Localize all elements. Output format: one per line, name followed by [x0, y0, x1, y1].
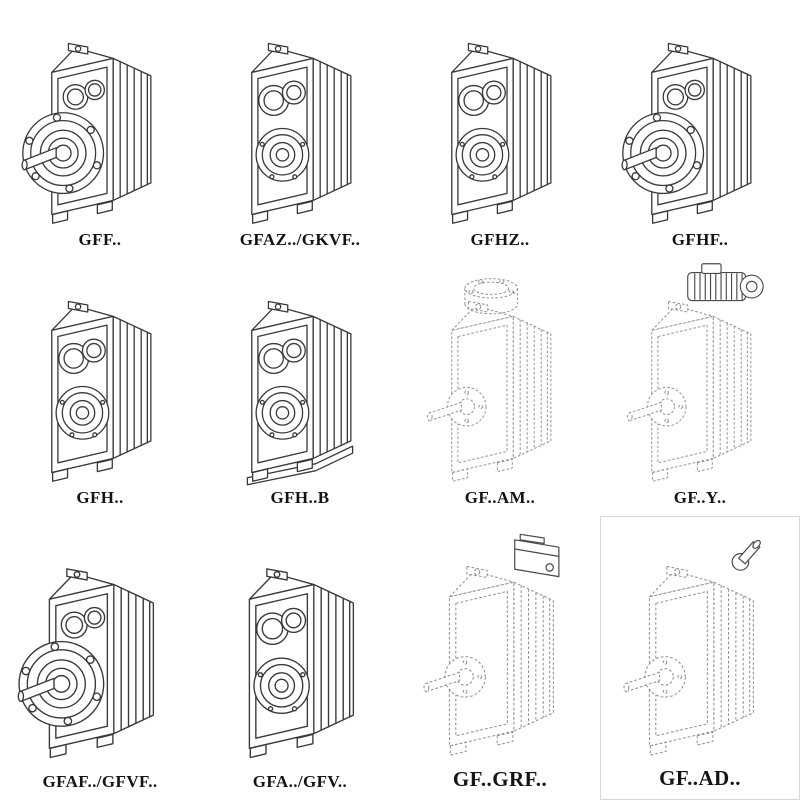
product-cell: GFH..B: [200, 258, 400, 516]
gearbox-drawing: [608, 262, 792, 486]
gearbox-drawing: [408, 4, 592, 228]
gearbox-drawing: [208, 4, 392, 228]
gearbox-flange-output-icon: [18, 569, 153, 758]
product-cell: GF..AM..: [400, 258, 600, 516]
gearbox-drawing: [8, 520, 192, 770]
product-label: GFAZ../GKVF..: [239, 229, 361, 249]
gearbox-with-motor-icon: [628, 264, 764, 481]
product-label: GFH..B: [270, 487, 330, 507]
product-label: GF..AD..: [659, 765, 741, 790]
product-cell: GF..GRF..: [400, 516, 600, 800]
gearbox-drawing: [8, 262, 192, 486]
gearbox-drawing: [8, 4, 192, 228]
gearbox-hollow-shaft-icon: [452, 43, 551, 223]
product-cell: GFA../GFV..: [200, 516, 400, 800]
product-cell: GFAZ../GKVF..: [200, 0, 400, 258]
product-label: GFHF..: [671, 229, 729, 249]
gearbox-adapter-housing-icon: [424, 534, 559, 755]
gearbox-drawing: [608, 521, 792, 764]
gearbox-drawing: [408, 262, 592, 486]
gearbox-drawing: [608, 4, 792, 228]
gearbox-hollow-shaft-icon: [252, 43, 351, 223]
product-cell: GFH..: [0, 258, 200, 516]
product-label: GF..GRF..: [452, 766, 548, 791]
gearbox-drawing: [208, 520, 392, 770]
gearbox-drawing: [208, 262, 392, 486]
product-label: GF..AM..: [464, 487, 536, 507]
gearbox-input-shaft-adapter-icon: [624, 539, 762, 755]
product-label: GFA../GFV..: [252, 771, 348, 791]
product-label: GFH..: [76, 487, 124, 507]
product-label: GFF..: [78, 229, 122, 249]
gearbox-motor-flange-adapter-icon: [428, 279, 551, 482]
product-label: GFAF../GFVF..: [42, 771, 158, 791]
product-cell: GF..Y..: [600, 258, 800, 516]
gearbox-hollow-shaft-base-icon: [247, 301, 352, 484]
product-label: GFHZ..: [470, 229, 530, 249]
product-cell: GFHZ..: [400, 0, 600, 258]
product-label: GF..Y..: [673, 487, 727, 507]
gearbox-hollow-shaft-icon: [52, 301, 151, 481]
gearbox-hollow-shaft-icon: [249, 569, 353, 758]
product-cell: GFF..: [0, 0, 200, 258]
gearbox-flange-output-icon: [22, 43, 151, 223]
gearbox-flange-output-icon: [622, 43, 751, 223]
product-cell: GF..AD..: [600, 516, 800, 800]
product-cell: GFAF../GFVF..: [0, 516, 200, 800]
product-cell: GFHF..: [600, 0, 800, 258]
gearbox-drawing: [408, 520, 592, 765]
